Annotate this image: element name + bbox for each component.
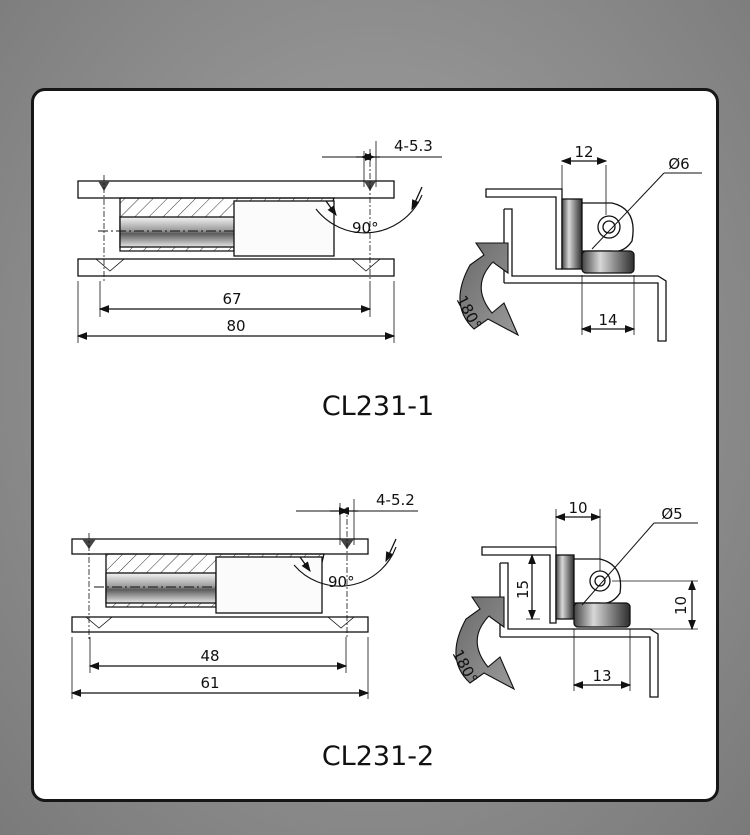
overall-length-label-1: 80	[226, 317, 245, 335]
overall-length-label-2: 61	[200, 674, 219, 692]
model-label-2: CL231-2	[322, 741, 434, 772]
base-width-label-2: 13	[592, 667, 611, 685]
angle-label-1: 90°	[352, 219, 379, 237]
drawing-card: 4-5.3 90° 67 80	[31, 88, 719, 802]
inner-length-label-1: 67	[222, 290, 241, 308]
inner-length-label-2: 48	[200, 647, 219, 665]
arm-width-label-2: 10	[568, 499, 587, 517]
hole-spec-label-2: 4-5.2	[376, 491, 415, 509]
hole-spec-label-1: 4-5.3	[394, 137, 433, 155]
end-view-1	[485, 157, 702, 342]
side-view-1	[76, 141, 442, 343]
base-width-label-1: 14	[598, 311, 617, 329]
arm-width-label-1: 12	[574, 143, 593, 161]
pin-dia-label-2: Ø5	[661, 505, 682, 523]
side-view-2	[70, 499, 418, 699]
offset-label-2: 10	[672, 596, 690, 615]
pin-dia-label-1: Ø6	[668, 155, 689, 173]
rotation-arrow-2	[455, 596, 516, 691]
drawing-cl231-1: 4-5.3 90° 67 80	[76, 137, 702, 422]
end-view-2	[481, 509, 698, 698]
model-label-1: CL231-1	[322, 391, 434, 422]
angle-label-2: 90°	[328, 573, 355, 591]
rotation-arrow-1	[459, 242, 520, 337]
height-label-2: 15	[514, 580, 532, 599]
drawing-cl231-2: 4-5.2 90° 48 61	[70, 491, 698, 772]
